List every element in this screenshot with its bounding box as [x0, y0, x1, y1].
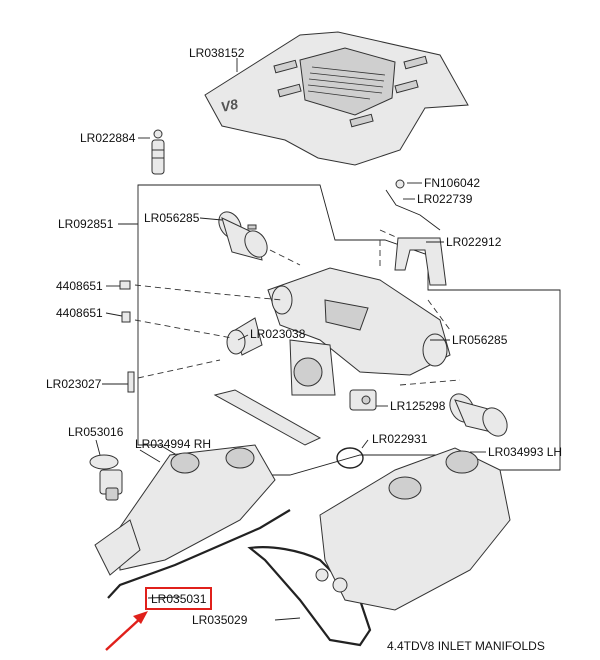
label-lr023027: LR023027 [46, 377, 102, 391]
label-lr034994-rh: LR034994 RH [135, 437, 211, 451]
label-lr056285-left: LR056285 [144, 211, 200, 225]
label-lr053016: LR053016 [68, 425, 124, 439]
manifold-rh-part [94, 444, 276, 576]
leader-lines [95, 58, 486, 621]
central-manifold [226, 267, 451, 396]
seal-part [89, 454, 123, 501]
label-4408651-b: 4408651 [56, 306, 103, 320]
sensor-part [349, 389, 377, 411]
label-lr035031: LR035031 [151, 592, 207, 606]
highlight-box [145, 587, 212, 610]
assembly-lines [134, 240, 461, 386]
label-lr056285-right: LR056285 [452, 333, 508, 347]
label-4408651-a: 4408651 [56, 279, 103, 293]
label-lr022739: LR022739 [417, 192, 473, 206]
label-fn106042: FN106042 [424, 176, 480, 190]
gaskets [107, 509, 372, 647]
engine-cover: V8 [204, 31, 469, 166]
label-lr125298: LR125298 [390, 399, 446, 413]
hose-right-part [449, 393, 508, 437]
oring-part [336, 447, 364, 469]
label-lr023038: LR023038 [250, 327, 306, 341]
svg-text:V8: V8 [219, 96, 239, 115]
label-lr034993-lh: LR034993 LH [488, 445, 562, 459]
label-lr038152: LR038152 [189, 46, 245, 60]
strip-gasket [213, 389, 322, 446]
highlight-arrow [105, 611, 148, 651]
label-lr022931: LR022931 [372, 432, 428, 446]
dipstick-part [151, 129, 165, 175]
label-lr022884: LR022884 [80, 131, 136, 145]
label-lr092851: LR092851 [58, 217, 114, 231]
label-lr022912: LR022912 [446, 235, 502, 249]
label-lr035029: LR035029 [192, 613, 248, 627]
harness-bracket [379, 179, 447, 286]
manifold-lh-part [315, 447, 511, 611]
diagram-caption: 4.4TDV8 INLET MANIFOLDS [387, 639, 545, 653]
hose-left-part [218, 211, 268, 261]
bolts [119, 280, 135, 393]
